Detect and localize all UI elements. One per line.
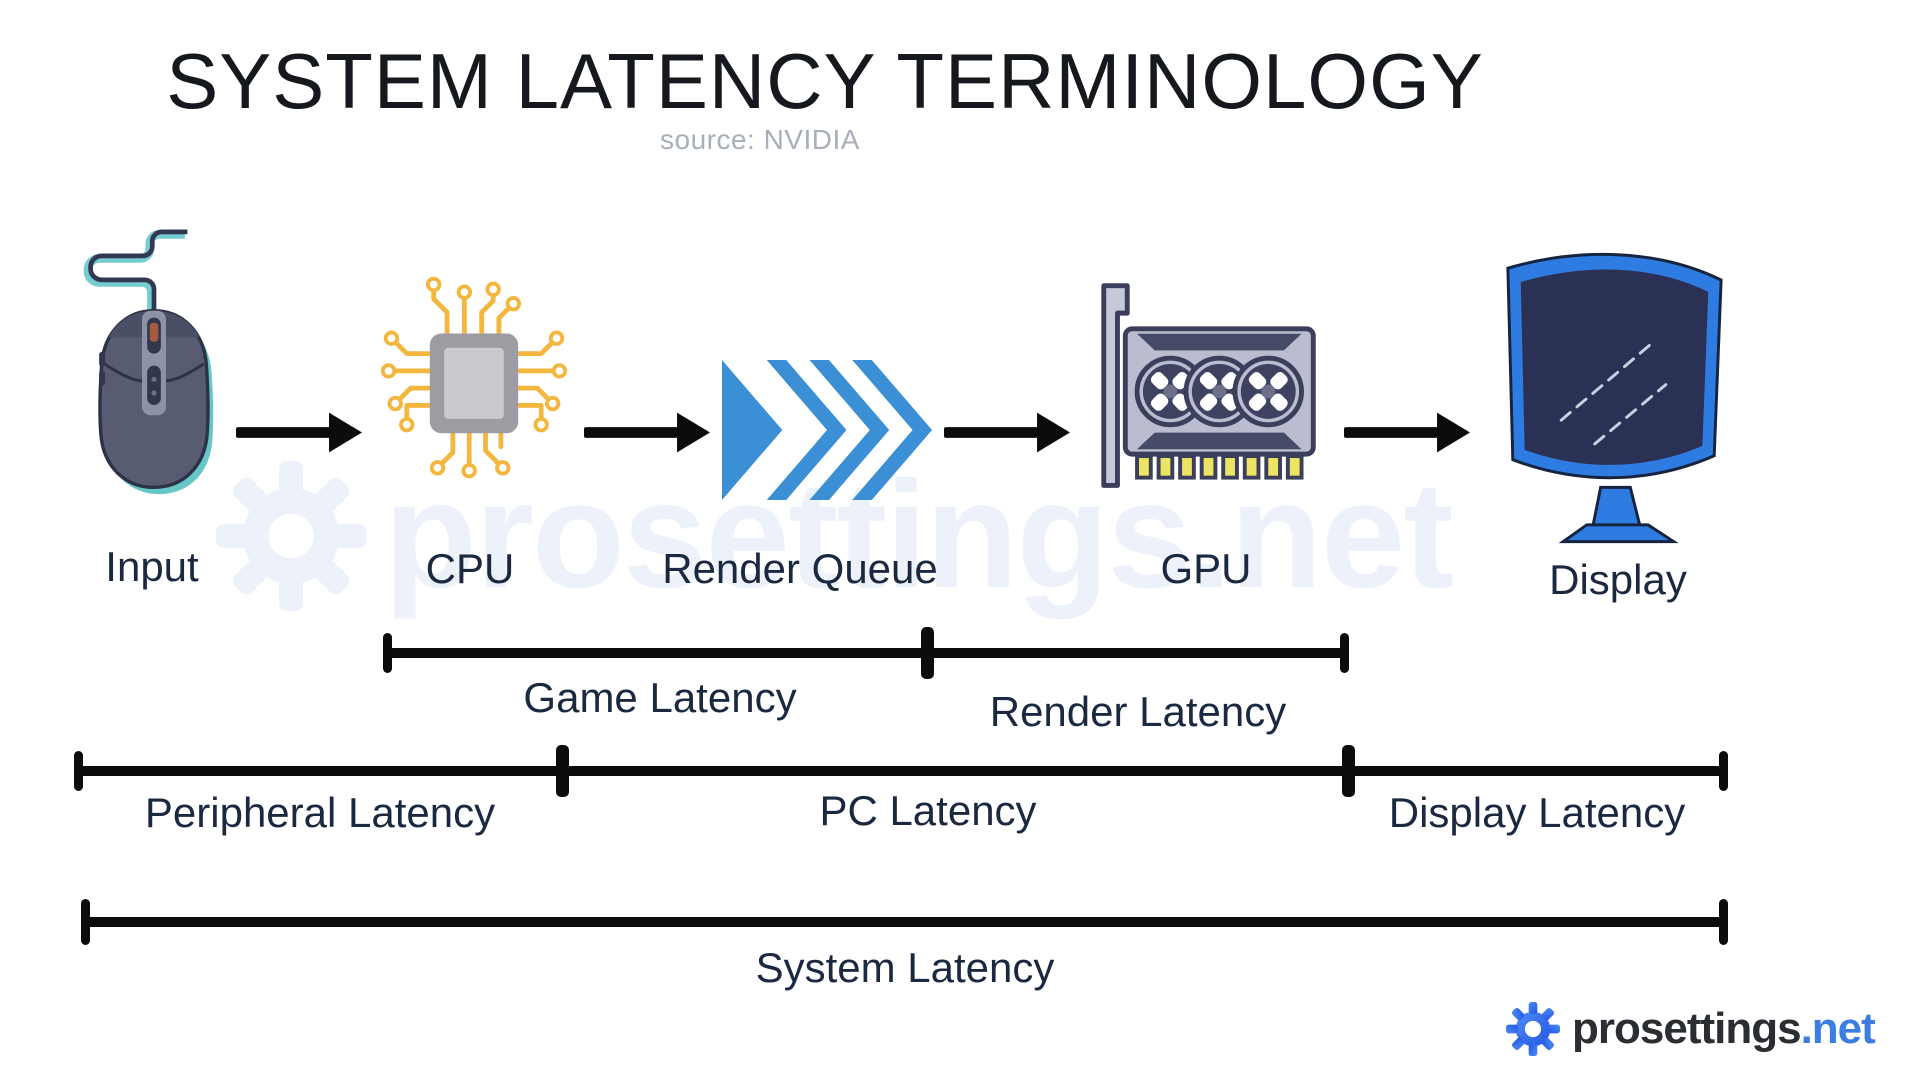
bracket-tick [1719, 899, 1728, 945]
bracket-line-game-render [388, 648, 1345, 658]
bracket-label-render-latency: Render Latency [989, 688, 1287, 735]
bracket-line-peripheral-pc-display [78, 766, 1725, 776]
bracket-tick-junction [921, 627, 934, 679]
node-label-cpu: CPU [425, 545, 515, 592]
node-label-input: Input [105, 543, 199, 590]
flow-arrow-icon [1344, 412, 1470, 453]
logo-brand-text: prosettings [1572, 1004, 1802, 1053]
flow-arrow-icon [944, 412, 1070, 453]
node-label-render-queue: Render Queue [662, 545, 938, 592]
bracket-label-pc-latency: PC Latency [819, 787, 1037, 834]
flow-arrow-icon [584, 412, 710, 453]
bracket-label-peripheral-latency: Peripheral Latency [144, 789, 496, 836]
bracket-tick-junction [1342, 745, 1355, 797]
monitor-icon [1506, 252, 1723, 544]
mouse-icon [83, 229, 214, 495]
bracket-label-game-latency: Game Latency [523, 674, 797, 721]
bracket-tick [383, 633, 392, 673]
render-queue-chevrons-icon [722, 359, 933, 501]
bracket-line-system [85, 917, 1725, 927]
prosettings-logo: prosettings.net [1506, 1002, 1876, 1056]
bracket-tick [81, 899, 90, 945]
bracket-tick-junction [556, 745, 569, 797]
node-label-gpu: GPU [1160, 545, 1252, 592]
gear-icon [1506, 1002, 1560, 1056]
source-note: source: NVIDIA [660, 124, 860, 155]
flow-arrow-icon [236, 412, 362, 453]
graphics-card-icon [1101, 283, 1316, 488]
node-label-display: Display [1549, 556, 1687, 603]
bracket-tick [74, 751, 83, 791]
page-title: SYSTEM LATENCY TERMINOLOGY [166, 37, 1484, 125]
gear-icon [216, 460, 366, 611]
bracket-tick [1719, 751, 1728, 791]
bracket-tick [1340, 633, 1349, 673]
cpu-chip-icon [380, 276, 568, 479]
bracket-label-system-latency: System Latency [755, 944, 1055, 991]
bracket-label-display-latency: Display Latency [1388, 789, 1686, 836]
logo-tld-text: .net [1800, 1004, 1876, 1053]
